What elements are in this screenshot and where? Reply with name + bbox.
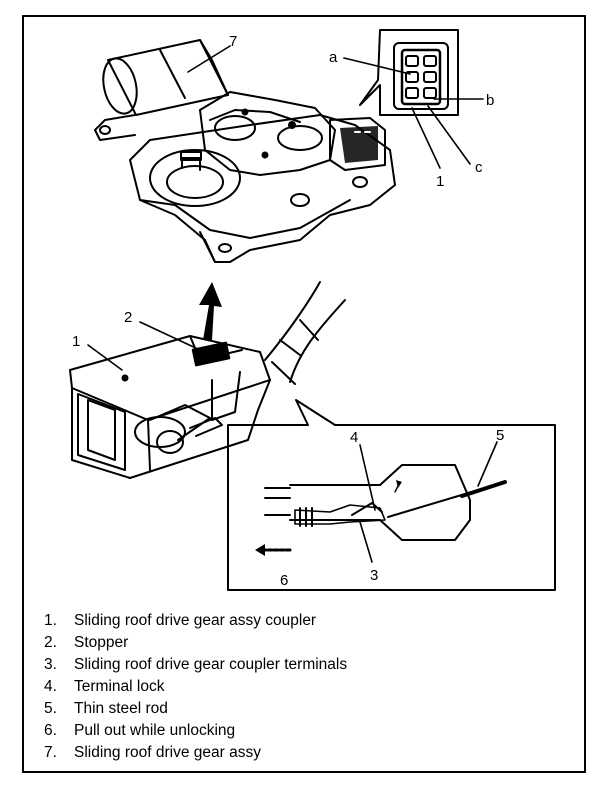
callout-1-coupler: 1 bbox=[72, 333, 80, 350]
callout-2: 2 bbox=[124, 309, 132, 326]
callout-1-socket: 1 bbox=[436, 173, 444, 190]
socket-inset bbox=[343, 29, 484, 169]
callout-5: 5 bbox=[496, 427, 504, 444]
coupler-drawing bbox=[69, 281, 346, 479]
legend-list: 1.Sliding roof drive gear assy coupler 2… bbox=[44, 610, 347, 764]
legend-item: 5.Thin steel rod bbox=[44, 700, 168, 717]
legend-item: 7.Sliding roof drive gear assy bbox=[44, 744, 261, 761]
callout-7: 7 bbox=[229, 33, 237, 50]
callout-a: a bbox=[329, 49, 338, 66]
callout-6: 6 bbox=[280, 572, 288, 589]
legend-item: 1.Sliding roof drive gear assy coupler bbox=[44, 612, 317, 629]
legend-item: 2.Stopper bbox=[44, 634, 129, 651]
cross-section-inset bbox=[227, 399, 556, 591]
callout-3: 3 bbox=[370, 567, 378, 584]
leader-7 bbox=[187, 45, 231, 73]
pull-up-arrow bbox=[199, 282, 222, 340]
callout-4: 4 bbox=[350, 429, 358, 446]
callout-b: b bbox=[486, 92, 494, 109]
legend-item: 6.Pull out while unlocking bbox=[44, 722, 236, 739]
legend-item: 4.Terminal lock bbox=[44, 678, 165, 695]
drive-gear-assy-drawing bbox=[94, 39, 396, 263]
callout-c: c bbox=[475, 159, 483, 176]
diagram-frame bbox=[22, 15, 586, 773]
legend-item: 3.Sliding roof drive gear coupler termin… bbox=[44, 656, 348, 673]
